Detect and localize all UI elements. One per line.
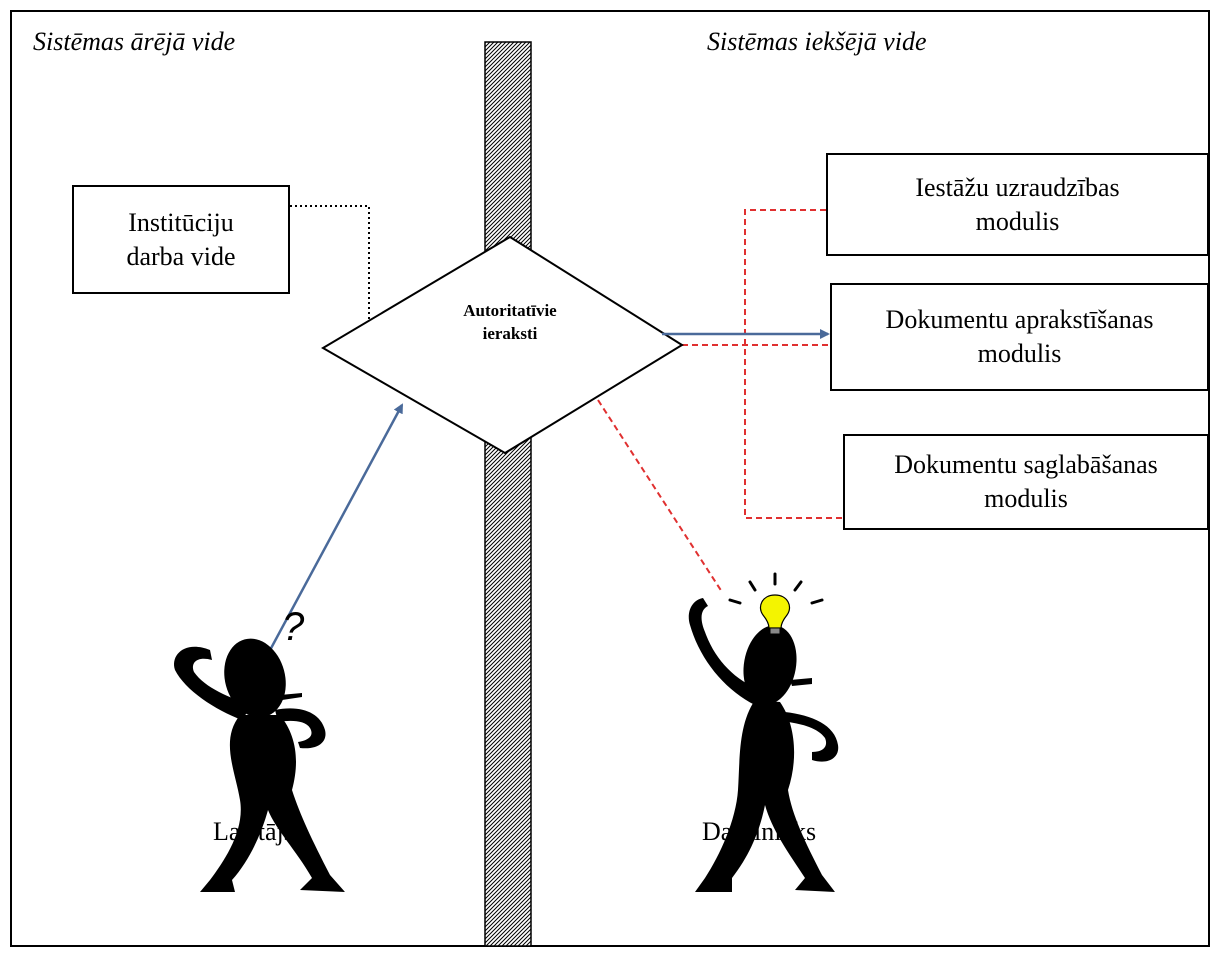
module-box-oversight: Iestāžu uzraudzības modulis	[826, 153, 1209, 256]
external-connector-line	[290, 205, 370, 320]
reader-label: Lasītājs	[213, 817, 294, 846]
employee-figure-icon	[688, 598, 839, 892]
flow-arrows	[260, 329, 830, 666]
module-label-preservation: Dokumentu saglabāšanas modulis	[894, 450, 1158, 513]
question-mark-icon: ?	[282, 605, 305, 649]
diagram-frame	[10, 10, 1210, 947]
module-connectors	[597, 209, 843, 593]
authority-records-label: Autoritatīvie ieraksti	[463, 301, 557, 343]
authority-records-diamond	[321, 235, 684, 455]
institution-workspace-box: Institūciju darba vide	[72, 185, 290, 294]
module-label-oversight: Iestāžu uzraudzības modulis	[915, 172, 1120, 236]
system-boundary-wall	[484, 41, 532, 947]
outer-environment-label: Sistēmas ārējā vide	[33, 27, 236, 56]
module-box-description: Dokumentu aprakstīšanas modulis	[830, 283, 1209, 391]
light-bulb-icon	[728, 572, 824, 635]
module-label-description: Dokumentu aprakstīšanas modulis	[885, 305, 1154, 368]
reader-figure-icon	[174, 638, 345, 892]
institution-workspace-label: Institūciju darba vide	[126, 207, 236, 271]
module-box-preservation: Dokumentu saglabāšanas modulis	[843, 434, 1209, 530]
employee-label: Darbinieks	[702, 817, 817, 846]
inner-environment-label: Sistēmas iekšējā vide	[707, 27, 927, 56]
